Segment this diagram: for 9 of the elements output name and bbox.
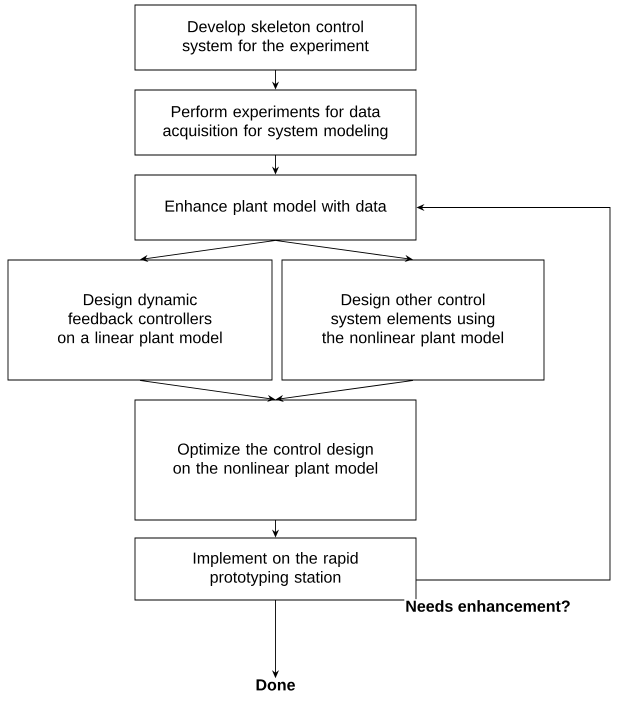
end-label: Done — [256, 679, 295, 691]
process-box: Optimize the control design on the nonlinear plant model — [134, 400, 416, 520]
edge-label: Needs enhancement? — [404, 599, 572, 613]
process-box: Perform experiments for data acquisition for system modeling — [134, 90, 416, 156]
process-box: Design other control system elements using the nonlinear plant model — [282, 260, 544, 380]
process-box: Implement on the rapid prototyping station — [134, 538, 416, 600]
process-box: Enhance plant model with data — [134, 174, 416, 240]
process-box: Design dynamic feedback controllers on a linear plant model — [8, 260, 272, 380]
process-box: Develop skeleton control system for the experiment — [134, 4, 416, 70]
